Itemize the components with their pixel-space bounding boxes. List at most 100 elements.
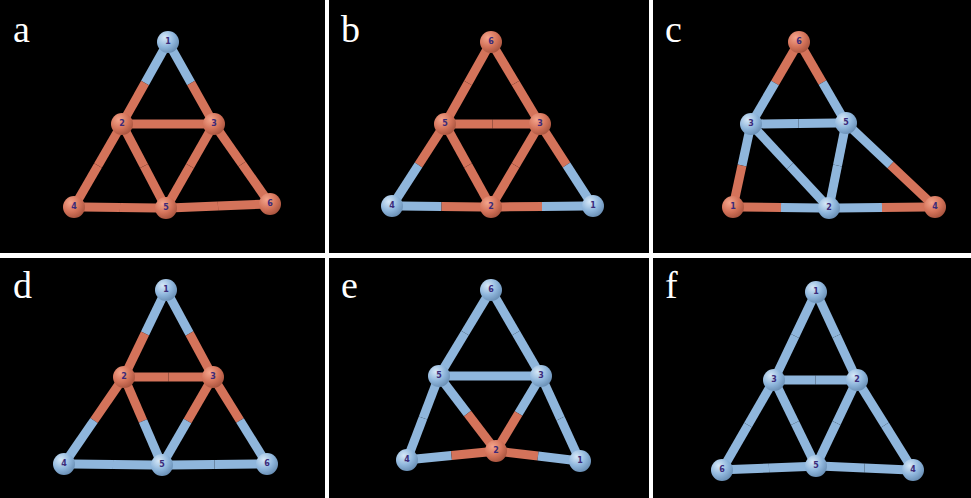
bond	[853, 129, 929, 201]
atom-number: 2	[854, 376, 860, 384]
bond	[454, 124, 531, 125]
atom-number: 6	[264, 460, 270, 468]
atom-sphere: 1	[155, 279, 177, 301]
bond	[175, 204, 261, 207]
bond	[496, 298, 537, 368]
atom-number: 6	[488, 38, 494, 46]
atom-sphere: 3	[202, 366, 224, 388]
atom-sphere: 5	[428, 365, 450, 387]
atom-number: 5	[442, 120, 448, 128]
atom-number: 4	[404, 456, 410, 464]
bond	[79, 132, 118, 199]
atom-number: 5	[436, 372, 442, 380]
atom-sphere: 6	[711, 459, 733, 481]
panel-letter: f	[665, 266, 678, 304]
atom-sphere: 2	[846, 369, 868, 391]
atom-sphere: 3	[203, 113, 225, 135]
atom-sphere: 6	[480, 279, 502, 301]
atom-number: 4	[61, 460, 67, 468]
bond	[219, 131, 265, 196]
atom-number: 6	[488, 286, 494, 294]
bond	[128, 385, 159, 456]
atom-number: 2	[826, 204, 832, 212]
atom-number: 2	[119, 120, 125, 128]
atom-sphere: 4	[63, 196, 85, 218]
bond	[73, 464, 153, 466]
atom-sphere: 4	[924, 196, 946, 218]
atom-sphere: 2	[485, 440, 507, 462]
bond	[831, 132, 844, 199]
bond	[820, 300, 853, 372]
bond	[838, 207, 926, 209]
atom-sphere: 4	[53, 453, 75, 475]
atom-number: 3	[771, 376, 777, 384]
atom-sphere: 3	[529, 113, 551, 135]
bond	[731, 466, 807, 469]
bond	[500, 206, 584, 208]
atom-number: 4	[71, 203, 77, 211]
bond	[783, 380, 848, 381]
atom-sphere: 3	[763, 369, 785, 391]
atom-sphere: 5	[434, 113, 456, 135]
bond	[69, 384, 119, 456]
atom-sphere: 5	[155, 197, 177, 219]
atom-number: 6	[796, 38, 802, 46]
atom-number: 3	[537, 120, 543, 128]
atom-number: 5	[813, 462, 819, 470]
bond	[449, 132, 486, 199]
bond	[170, 298, 208, 369]
bond	[757, 131, 823, 202]
atom-sphere: 6	[259, 193, 281, 215]
atom-number: 4	[910, 466, 916, 474]
atom-sphere: 4	[902, 459, 924, 481]
atom-sphere: 2	[111, 113, 133, 135]
bond	[804, 50, 842, 115]
bond	[778, 388, 812, 458]
bond	[218, 385, 263, 457]
bond	[825, 466, 904, 469]
atom-number: 6	[719, 466, 725, 474]
bond	[545, 384, 576, 453]
atom-number: 5	[163, 204, 169, 212]
bond	[126, 50, 163, 116]
atom-number: 1	[165, 38, 171, 46]
bond	[760, 123, 837, 125]
bond	[171, 464, 258, 466]
bond	[449, 50, 486, 116]
atom-sphere: 1	[157, 31, 179, 53]
atom-sphere: 5	[835, 112, 857, 134]
atom-sphere: 6	[256, 453, 278, 475]
atom-sphere: 6	[788, 31, 810, 53]
atom-sphere: 2	[818, 197, 840, 219]
panel-letter: e	[341, 266, 358, 304]
atom-sphere: 3	[530, 365, 552, 387]
atom-number: 3	[210, 373, 216, 381]
bond	[545, 132, 588, 199]
atom-number: 1	[730, 203, 736, 211]
bond	[167, 385, 209, 457]
panel-letter: c	[665, 10, 682, 48]
bond	[133, 377, 204, 378]
bond	[448, 376, 532, 377]
bond	[131, 124, 205, 125]
atom-number: 4	[932, 203, 938, 211]
bond	[170, 132, 209, 200]
atom-sphere: 4	[381, 195, 403, 217]
atom-number: 5	[843, 119, 849, 127]
atom-sphere: 6	[480, 31, 502, 53]
atom-sphere: 1	[722, 196, 744, 218]
atom-number: 1	[577, 457, 583, 465]
bond	[505, 452, 571, 460]
atom-sphere: 5	[805, 455, 827, 477]
atom-number: 3	[538, 372, 544, 380]
atom-number: 1	[590, 202, 596, 210]
atom-number: 3	[211, 120, 217, 128]
bond	[778, 300, 812, 372]
bond	[410, 384, 436, 451]
bond	[126, 132, 162, 200]
bond	[735, 133, 749, 198]
atom-number: 2	[493, 447, 499, 455]
bond	[501, 384, 537, 444]
bond	[742, 207, 820, 209]
